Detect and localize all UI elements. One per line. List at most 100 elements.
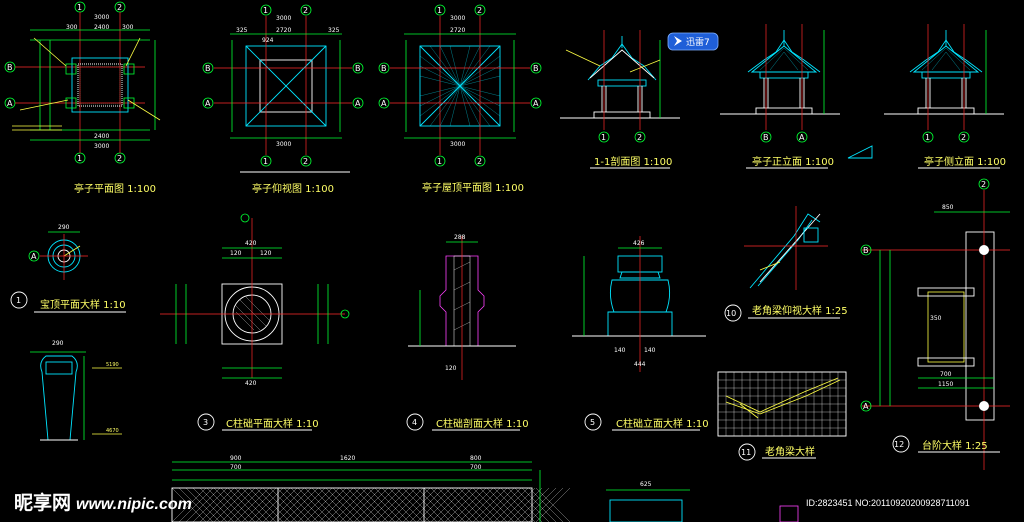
detail-number: 10 [726, 309, 736, 318]
axis-label: B [381, 64, 387, 73]
dimension: 300 [66, 24, 78, 31]
axis-label: A [31, 252, 37, 261]
side-elevation: 1 2 亭子侧立面 1:100 [884, 24, 1006, 169]
axis-label: 2 [477, 6, 482, 15]
axis-label: 1 [925, 133, 930, 142]
axis-label: 2 [117, 3, 122, 12]
column-base-plan-detail: 420 420 120 120 3 C柱础平面大样 1:10 [160, 213, 350, 431]
dimension: 325 [328, 27, 340, 34]
axis-label: 2 [961, 133, 966, 142]
dimension: 3000 [450, 15, 465, 22]
drawing-title: 亭子屋顶平面图 1:100 [422, 181, 524, 194]
front-elevation: B A 亭子正立面 1:100 [720, 24, 873, 169]
dimension: 3000 [276, 141, 291, 148]
pavilion-ceiling-plan: 1 2 1 2 B A B A 3000 2720 325 325 3000 9… [202, 4, 364, 195]
dimension: 625 [640, 481, 652, 488]
axis-label: B [7, 63, 13, 72]
step-detail: 850 350 700 1150 2 B A 12 台阶大样 1:25 [860, 178, 1010, 470]
axis-label: A [205, 99, 211, 108]
dimension: 3000 [450, 141, 465, 148]
axis-label: 1 [263, 6, 268, 15]
dimension: 300 [122, 24, 134, 31]
axis-label: A [7, 99, 13, 108]
dimension: 288 [454, 234, 466, 241]
dimension: 120 [260, 250, 272, 257]
thunder-badge[interactable]: 迅雷7 [667, 32, 719, 51]
drawing-title: 亭子仰视图 1:100 [252, 182, 334, 195]
drawing-title: 1-1剖面图 1:100 [594, 155, 672, 168]
dimension: 426 [633, 240, 645, 247]
dimension: 1150 [938, 381, 953, 388]
badge-label: 迅雷7 [686, 37, 710, 48]
dimension: 700 [470, 464, 482, 471]
axis-label: B [205, 64, 211, 73]
finial-plan-detail: 290 A 1 宝顶平面大样 1:10 [10, 224, 126, 313]
drawing-title: C柱础剖面大样 1:10 [436, 417, 529, 430]
railing-elevation: 900 1620 800 700 700 625 [171, 455, 799, 522]
dimension: 420 [245, 380, 257, 387]
detail-number: 4 [412, 418, 417, 427]
pavilion-plan: 1 2 1 2 B A 3000 2400 300 300 2400 3000 … [4, 1, 161, 195]
dimension: 140 [644, 347, 656, 354]
bird-icon [674, 36, 682, 46]
watermark-brand: 昵享网 [14, 491, 71, 514]
dimension: 900 [230, 455, 242, 462]
watermark-url: www.nipic.com [76, 496, 192, 513]
dimension: 140 [614, 347, 626, 354]
axis-label: 1 [263, 157, 268, 166]
column-base-section-detail: 288 120 4 C柱础剖面大样 1:10 [406, 234, 529, 431]
elevation-mark: 5190 [106, 362, 119, 368]
dimension: 120 [445, 365, 457, 372]
dimension: 444 [634, 361, 646, 368]
axis-label: B [763, 133, 769, 142]
dimension: 290 [52, 340, 64, 347]
dimension: 3000 [94, 14, 109, 21]
axis-label: 1 [77, 154, 82, 163]
axis-label: 1 [437, 6, 442, 15]
axis-label: 2 [303, 6, 308, 15]
axis-label: 1 [437, 157, 442, 166]
dimension: 1620 [340, 455, 355, 462]
axis-label: A [355, 99, 361, 108]
axis-label: B [533, 64, 539, 73]
axis-label: B [863, 246, 869, 255]
axis-label: A [799, 133, 805, 142]
dimension: 350 [930, 315, 942, 322]
detail-number: 5 [590, 418, 595, 427]
drawing-title: C柱础平面大样 1:10 [226, 417, 319, 430]
section-1-1: 1 2 1-1剖面图 1:100 [560, 30, 680, 169]
axis-label: 2 [303, 157, 308, 166]
dimension: 290 [58, 224, 70, 231]
axis-label: B [355, 64, 361, 73]
axis-label: 2 [117, 154, 122, 163]
drawing-title: 亭子平面图 1:100 [74, 182, 156, 195]
dimension: 700 [230, 464, 242, 471]
dimension: 120 [230, 250, 242, 257]
corner-beam-detail: 11 老角梁大样 [717, 371, 847, 461]
axis-label: 2 [981, 180, 986, 189]
detail-number: 1 [16, 296, 21, 305]
axis-label: 2 [477, 157, 482, 166]
corner-beam-soffit-detail: 10 老角梁仰视大样 1:25 [724, 206, 848, 322]
dimension: 850 [942, 204, 954, 211]
drawing-title: 亭子侧立面 1:100 [924, 155, 1006, 168]
detail-number: 3 [203, 418, 208, 427]
dimension: 924 [262, 37, 274, 44]
finial-elevation-detail: 290 5190 4670 [30, 340, 122, 441]
axis-label: A [381, 99, 387, 108]
drawing-title: 亭子正立面 1:100 [752, 155, 834, 168]
dimension: 2400 [94, 24, 109, 31]
dimension: 3000 [94, 143, 109, 150]
dimension: 2720 [450, 27, 465, 34]
dimension: 325 [236, 27, 248, 34]
drawing-title: 台阶大样 1:25 [922, 439, 988, 452]
drawing-title: 老角梁大样 [765, 445, 815, 458]
dimension: 2720 [276, 27, 291, 34]
detail-number: 12 [894, 440, 904, 449]
elevation-mark: 4670 [106, 428, 119, 434]
dimension: 800 [470, 455, 482, 462]
axis-label: A [863, 402, 869, 411]
axis-label: 2 [637, 133, 642, 142]
dimension: 2400 [94, 133, 109, 140]
